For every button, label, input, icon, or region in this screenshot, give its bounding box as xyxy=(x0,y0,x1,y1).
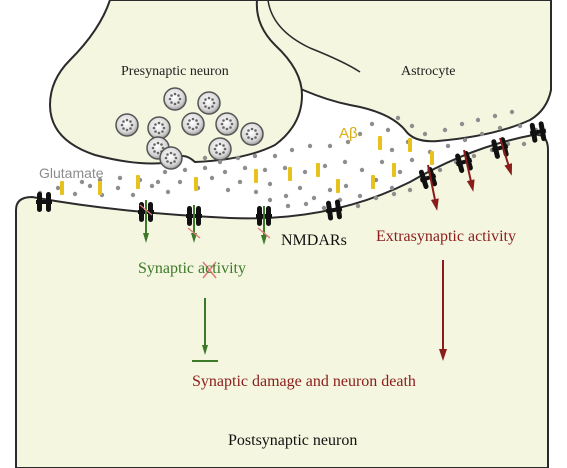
presynaptic-neuron-label: Presynaptic neuron xyxy=(121,64,229,79)
abeta-bar xyxy=(392,163,396,177)
abeta-peptides xyxy=(60,136,434,195)
abeta-bar xyxy=(316,163,320,177)
abeta-bar xyxy=(430,151,434,165)
abeta-bar xyxy=(336,179,340,193)
postsynaptic-neuron-label: Postsynaptic neuron xyxy=(228,432,358,449)
nmda-receptor-icon xyxy=(36,192,52,212)
abeta-label: Aβ xyxy=(339,125,358,142)
presynaptic-terminal xyxy=(48,0,304,165)
synaptic-vesicle-icon xyxy=(159,146,183,170)
inhibition-arrow-icon xyxy=(192,298,218,362)
synaptic-vesicle-icon xyxy=(240,122,264,146)
glutamate-label: Glutamate xyxy=(39,165,104,181)
abeta-bar xyxy=(378,136,382,150)
damage-label: Synaptic damage and neuron death xyxy=(192,373,416,390)
synaptic-activity-label: Synaptic activity xyxy=(138,260,246,277)
abeta-bar xyxy=(194,177,198,191)
abeta-bar xyxy=(288,167,292,181)
synaptic-vesicle-icon xyxy=(197,91,221,115)
synaptic-vesicle-icon xyxy=(181,112,205,136)
extrasynaptic-receptor-arrows xyxy=(427,137,513,211)
nmda-receptor-icon xyxy=(256,206,272,226)
abeta-bar xyxy=(136,175,140,189)
abeta-bar xyxy=(60,181,64,195)
synaptic-receptor-arrows xyxy=(139,200,271,245)
abeta-bar xyxy=(98,181,102,195)
astrocyte-inner-edge xyxy=(267,0,361,73)
synaptic-vesicle-icon xyxy=(163,87,187,111)
synaptic-vesicle-icon xyxy=(115,113,139,137)
abeta-bar xyxy=(408,138,412,152)
extrasynaptic-activity-label: Extrasynaptic activity xyxy=(376,228,516,245)
synaptic-vesicle-icon xyxy=(208,137,232,161)
synaptic-vesicles xyxy=(115,87,264,170)
synaptic-vesicle-icon xyxy=(147,116,171,140)
astrocyte-label: Astrocyte xyxy=(401,64,456,79)
abeta-bar xyxy=(254,169,258,183)
nmda-receptor-icon xyxy=(529,121,547,143)
nmdars-label: NMDARs xyxy=(281,232,347,249)
postsynaptic-membrane xyxy=(15,133,549,468)
nmda-receptor-icon xyxy=(325,199,343,221)
synaptic-activity-cross xyxy=(202,261,217,279)
synaptic-vesicle-icon xyxy=(215,112,239,136)
abeta-bar xyxy=(371,175,375,189)
